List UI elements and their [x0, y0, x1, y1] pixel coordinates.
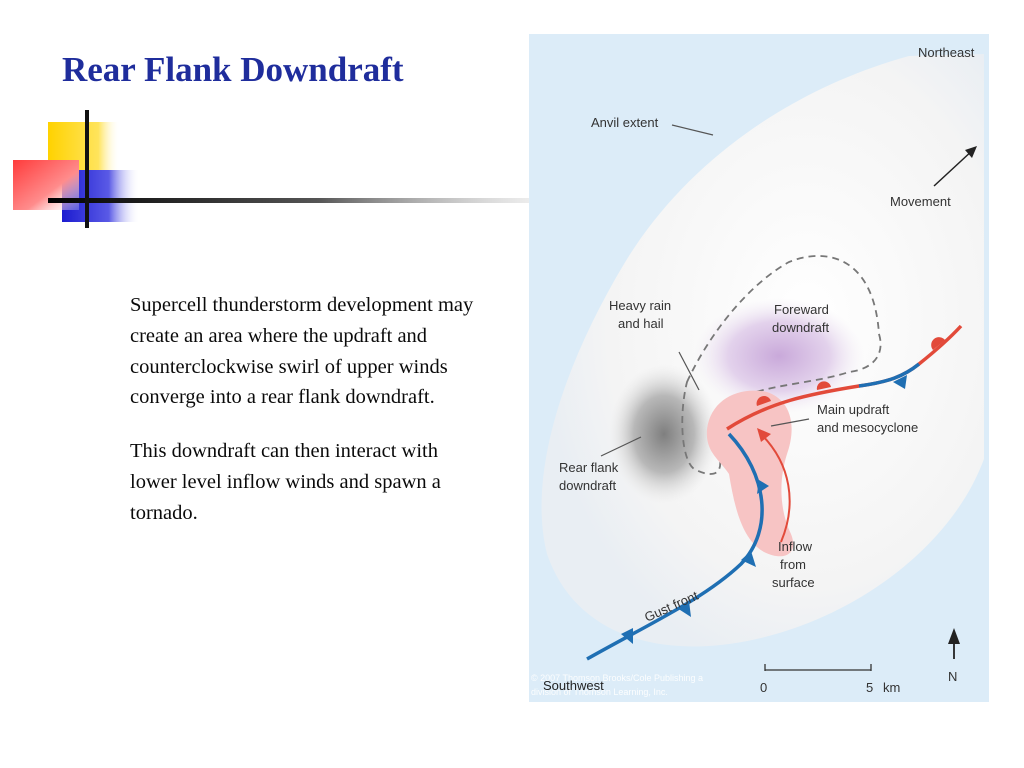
- movement-arrow-icon: [933, 148, 975, 187]
- label-movement: Movement: [890, 194, 951, 209]
- frontal-boundary: [726, 324, 963, 431]
- slide-title: Rear Flank Downdraft: [62, 50, 404, 89]
- warm-front-semicircle: [931, 337, 945, 350]
- anvil-leader: [671, 124, 714, 136]
- heavy-rain-leader: [678, 351, 700, 391]
- label-forward-1: Foreward: [774, 302, 829, 317]
- cold-front-triangle: [677, 601, 691, 617]
- label-main-updraft-1: Main updraft: [817, 402, 890, 417]
- label-scale-five: 5: [866, 680, 873, 695]
- gust-front: [586, 432, 769, 661]
- gust-front-line: [586, 432, 764, 661]
- label-anvil-extent: Anvil extent: [591, 115, 659, 130]
- label-heavy-rain-1: Heavy rain: [609, 298, 671, 313]
- updraft-leader: [770, 418, 810, 427]
- inflow-arrowhead-icon: [757, 428, 771, 442]
- label-main-updraft-2: and mesocyclone: [817, 420, 918, 435]
- cold-front-triangle: [757, 480, 769, 494]
- cold-front-triangle: [741, 551, 756, 567]
- movement-arrowhead-icon: [965, 146, 977, 158]
- cold-front-triangle: [621, 628, 633, 644]
- label-inflow-1: Inflow: [778, 539, 813, 554]
- north-arrowhead-icon: [948, 628, 960, 644]
- precipitation-outline: [681, 255, 882, 475]
- label-heavy-rain-2: and hail: [618, 316, 664, 331]
- paragraph-1: Supercell thunderstorm development may c…: [130, 294, 474, 409]
- supercell-diagram: Northeast Anvil extent Movement Heavy ra…: [529, 34, 989, 702]
- label-forward-2: downdraft: [772, 320, 829, 335]
- vertical-rule: [85, 110, 89, 228]
- updraft-region: [706, 390, 794, 557]
- label-inflow-2: from: [780, 557, 806, 572]
- label-copyright-2: division of Thomson Learning, Inc.: [531, 687, 668, 697]
- label-north: N: [948, 669, 957, 684]
- rear-flank-leader: [600, 436, 642, 457]
- scale-bar-icon: [764, 664, 872, 671]
- label-scale-zero: 0: [760, 680, 767, 695]
- copyright-box: [529, 668, 737, 702]
- supercell-svg: Northeast Anvil extent Movement Heavy ra…: [529, 34, 989, 702]
- paragraph-2: This downdraft can then interact with lo…: [130, 440, 441, 524]
- label-northeast: Northeast: [918, 45, 975, 60]
- label-scale-unit: km: [883, 680, 900, 695]
- cold-front-triangle: [893, 375, 907, 389]
- label-inflow-3: surface: [772, 575, 815, 590]
- decorative-squares: [13, 110, 540, 228]
- label-southwest: Southwest: [543, 678, 604, 693]
- warm-front-semicircle: [816, 381, 831, 390]
- warm-front-semicircle: [756, 396, 771, 406]
- label-rear-flank-2: downdraft: [559, 478, 616, 493]
- label-rear-flank-1: Rear flank: [559, 460, 619, 475]
- label-copyright-1: © 2007 Thomson Brooks/Cole Publishing a: [531, 673, 703, 683]
- horizontal-rule: [48, 198, 540, 203]
- body-text: Supercell thunderstorm development may c…: [130, 290, 475, 552]
- inflow-arrow: [760, 433, 791, 543]
- rear-flank-region: [609, 364, 719, 504]
- frontal-line-blue: [858, 362, 921, 388]
